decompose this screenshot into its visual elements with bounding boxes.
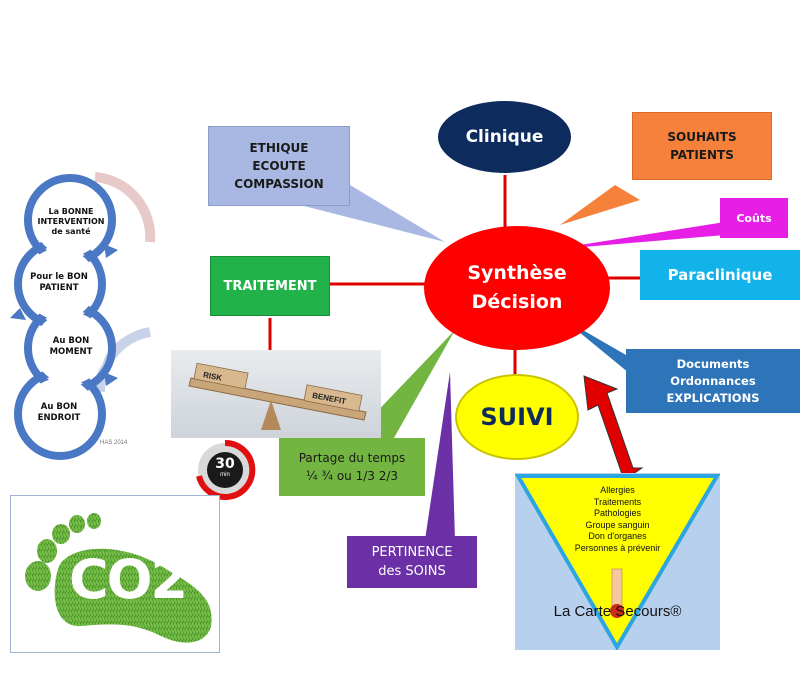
cycle-arrows: [10, 172, 156, 460]
carte-item-pathologies: Pathologies: [593, 508, 642, 518]
balance-illustration: [188, 362, 367, 430]
pointer-documents: [562, 318, 640, 382]
carte-item-personnes: Personnes à prévenir: [574, 542, 661, 553]
node-traitement-label: TRAITEMENT: [223, 278, 317, 294]
node-partage: Partage du temps ¼ ¾ ou 1/3 2/3: [279, 438, 425, 496]
timer-unit: min: [220, 472, 230, 478]
node-paraclinique-label: Paraclinique: [667, 266, 773, 284]
node-souhaits: SOUHAITS PATIENTS: [632, 112, 772, 180]
node-couts-label: Coûts: [736, 211, 772, 225]
cycle-item-patient: Pour le BON PATIENT: [30, 272, 88, 293]
node-traitement: TRAITEMENT: [210, 256, 330, 316]
node-suivi: SUIVI: [455, 374, 579, 460]
node-ethique: ETHIQUE ECOUTE COMPASSION: [208, 126, 350, 206]
carte-item-don: Don d'organes: [588, 531, 647, 541]
cycle-item-moment: Au BON MOMENT: [49, 336, 93, 357]
carte-secours-card: Allergies Traitements Pathologies Groupe…: [515, 473, 720, 650]
node-partage-label: Partage du temps ¼ ¾ ou 1/3 2/3: [298, 451, 406, 483]
cycle-diagram: La BONNE INTERVENTION de santé Pour le B…: [0, 172, 160, 462]
timer-value: 30: [215, 456, 235, 472]
center-hub: Synthèse Décision: [424, 226, 610, 350]
node-documents: Documents Ordonnances EXPLICATIONS: [626, 349, 800, 413]
pointer-souhaits: [560, 185, 640, 225]
node-souhaits-label: SOUHAITS PATIENTS: [667, 130, 737, 162]
node-pertinence: PERTINENCE des SOINS: [347, 536, 477, 588]
node-paraclinique: Paraclinique: [640, 250, 800, 300]
timer-30min-icon: 30 min: [185, 440, 265, 500]
carte-item-groupe: Groupe sanguin: [585, 519, 650, 530]
cycle-item-endroit: Au BON ENDROIT: [37, 402, 81, 423]
red-arrow: [583, 375, 644, 481]
center-line-2: Décision: [471, 291, 563, 313]
co2-label: CO2: [69, 548, 188, 611]
carte-item-list: Allergies Traitements Pathologies Groupe…: [550, 485, 685, 554]
node-suivi-label: SUIVI: [480, 403, 554, 431]
co2-footprint-image: CO2: [10, 495, 220, 653]
node-documents-label: Documents Ordonnances EXPLICATIONS: [666, 356, 760, 405]
pointer-couts: [548, 222, 725, 250]
center-line-1: Synthèse: [467, 262, 567, 284]
node-ethique-label: ETHIQUE ECOUTE COMPASSION: [234, 141, 324, 191]
card-triangle: [515, 474, 720, 650]
node-clinique-label: Clinique: [465, 127, 544, 147]
cycle-item-intervention: La BONNE INTERVENTION de santé: [37, 207, 105, 236]
carte-item-allergies: Allergies: [600, 485, 635, 495]
cycle-credit: HAS 2014: [100, 440, 128, 446]
risk-benefit-image: RISK BENEFIT: [171, 350, 381, 438]
footprint-shape: [25, 513, 212, 643]
node-couts: Coûts: [720, 198, 788, 238]
carte-item-traitements: Traitements: [593, 496, 642, 507]
pointer-pertinence: [425, 372, 455, 540]
carte-title: La Carte Secours®: [553, 603, 682, 620]
node-clinique: Clinique: [438, 101, 571, 173]
node-pertinence-label: PERTINENCE des SOINS: [371, 545, 453, 579]
